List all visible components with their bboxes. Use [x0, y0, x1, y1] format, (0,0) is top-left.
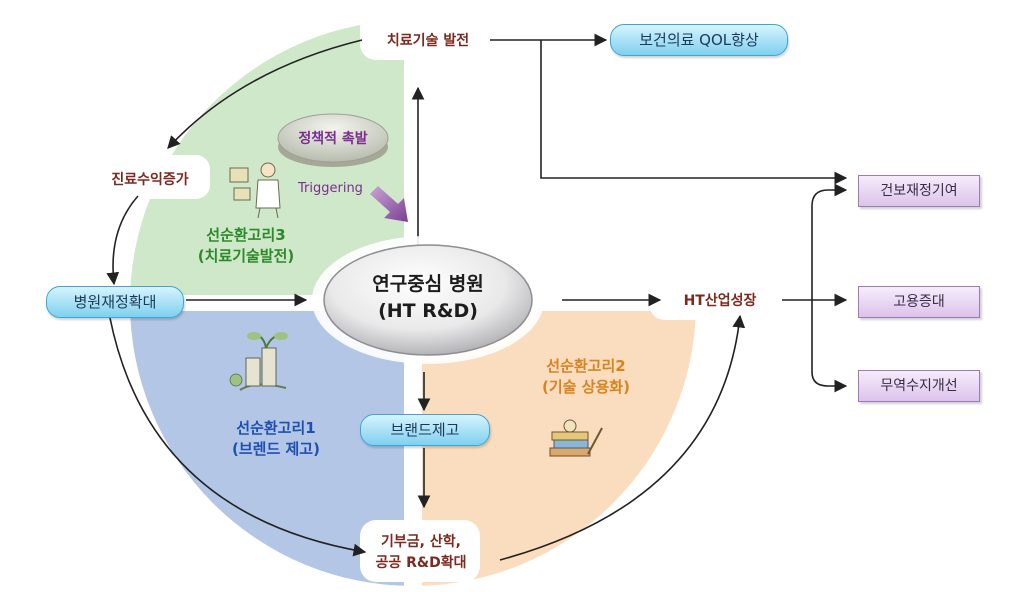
- triggering-arrow: [370, 186, 408, 222]
- node-funding-line1: 기부금, 산학,: [381, 534, 461, 550]
- quadrant-loop1: [130, 303, 413, 586]
- loop2-label: 선순환고리2 (기술 상용화): [526, 356, 646, 398]
- arrow-bottom-to-industry: [499, 314, 746, 561]
- arrow-top-to-finance: [540, 40, 848, 185]
- policy-disc: [277, 113, 389, 163]
- arrow-revenue-to-expansion: [106, 195, 139, 286]
- outcome-employment: 고용증대: [858, 286, 980, 318]
- box-brand: 브랜드제고: [360, 414, 490, 446]
- node-revenue: 진료수익증가: [111, 172, 189, 188]
- node-funding: 기부금, 산학, 공공 R&D확대: [356, 532, 486, 574]
- arrow-top-to-revenue: [167, 39, 363, 149]
- sprout-building-icon: [229, 332, 288, 391]
- center-line2: (HT R&D): [378, 300, 478, 322]
- loop1-label: 선순환고리1 (브렌드 제고): [216, 418, 336, 460]
- outcome-finance: 건보재정기여: [858, 175, 980, 207]
- quadrant-loop3: [130, 20, 413, 303]
- loop3-label: 선순환고리3 (치료기술발전): [186, 225, 306, 267]
- outcome-trade: 무역수지개선: [858, 370, 980, 402]
- node-treatment-advance: 치료기술 발전: [386, 33, 470, 49]
- center-line1: 연구중심 병원: [372, 273, 484, 295]
- loop1-line2: (브렌드 제고): [232, 440, 320, 458]
- arrow-branch-to-trade: [811, 300, 848, 393]
- arrow-branch-to-finance: [811, 183, 848, 300]
- policy-sub: Triggering: [298, 181, 363, 196]
- loop2-line2: (기술 상용화): [542, 378, 630, 396]
- center-label: 연구중심 병원 (HT R&D): [324, 271, 532, 325]
- node-industry: HT산업성장: [683, 293, 757, 309]
- center-ellipse: [323, 244, 533, 356]
- node-funding-line2: 공공 R&D확대: [375, 555, 467, 571]
- loop2-line1: 선순환고리2: [546, 357, 626, 375]
- scientist-icon: [229, 162, 281, 219]
- arrow-expansion-to-bottom: [109, 317, 367, 557]
- policy-label: 정책적 촉발: [298, 131, 368, 147]
- loop1-line1: 선순환고리1: [236, 419, 316, 437]
- money-stack-icon: [549, 419, 603, 457]
- loop3-line1: 선순환고리3: [206, 226, 286, 244]
- loop3-line2: (치료기술발전): [197, 247, 295, 265]
- box-qol: 보건의료 QOL향상: [610, 24, 788, 56]
- box-expansion: 병원재정확대: [46, 286, 184, 318]
